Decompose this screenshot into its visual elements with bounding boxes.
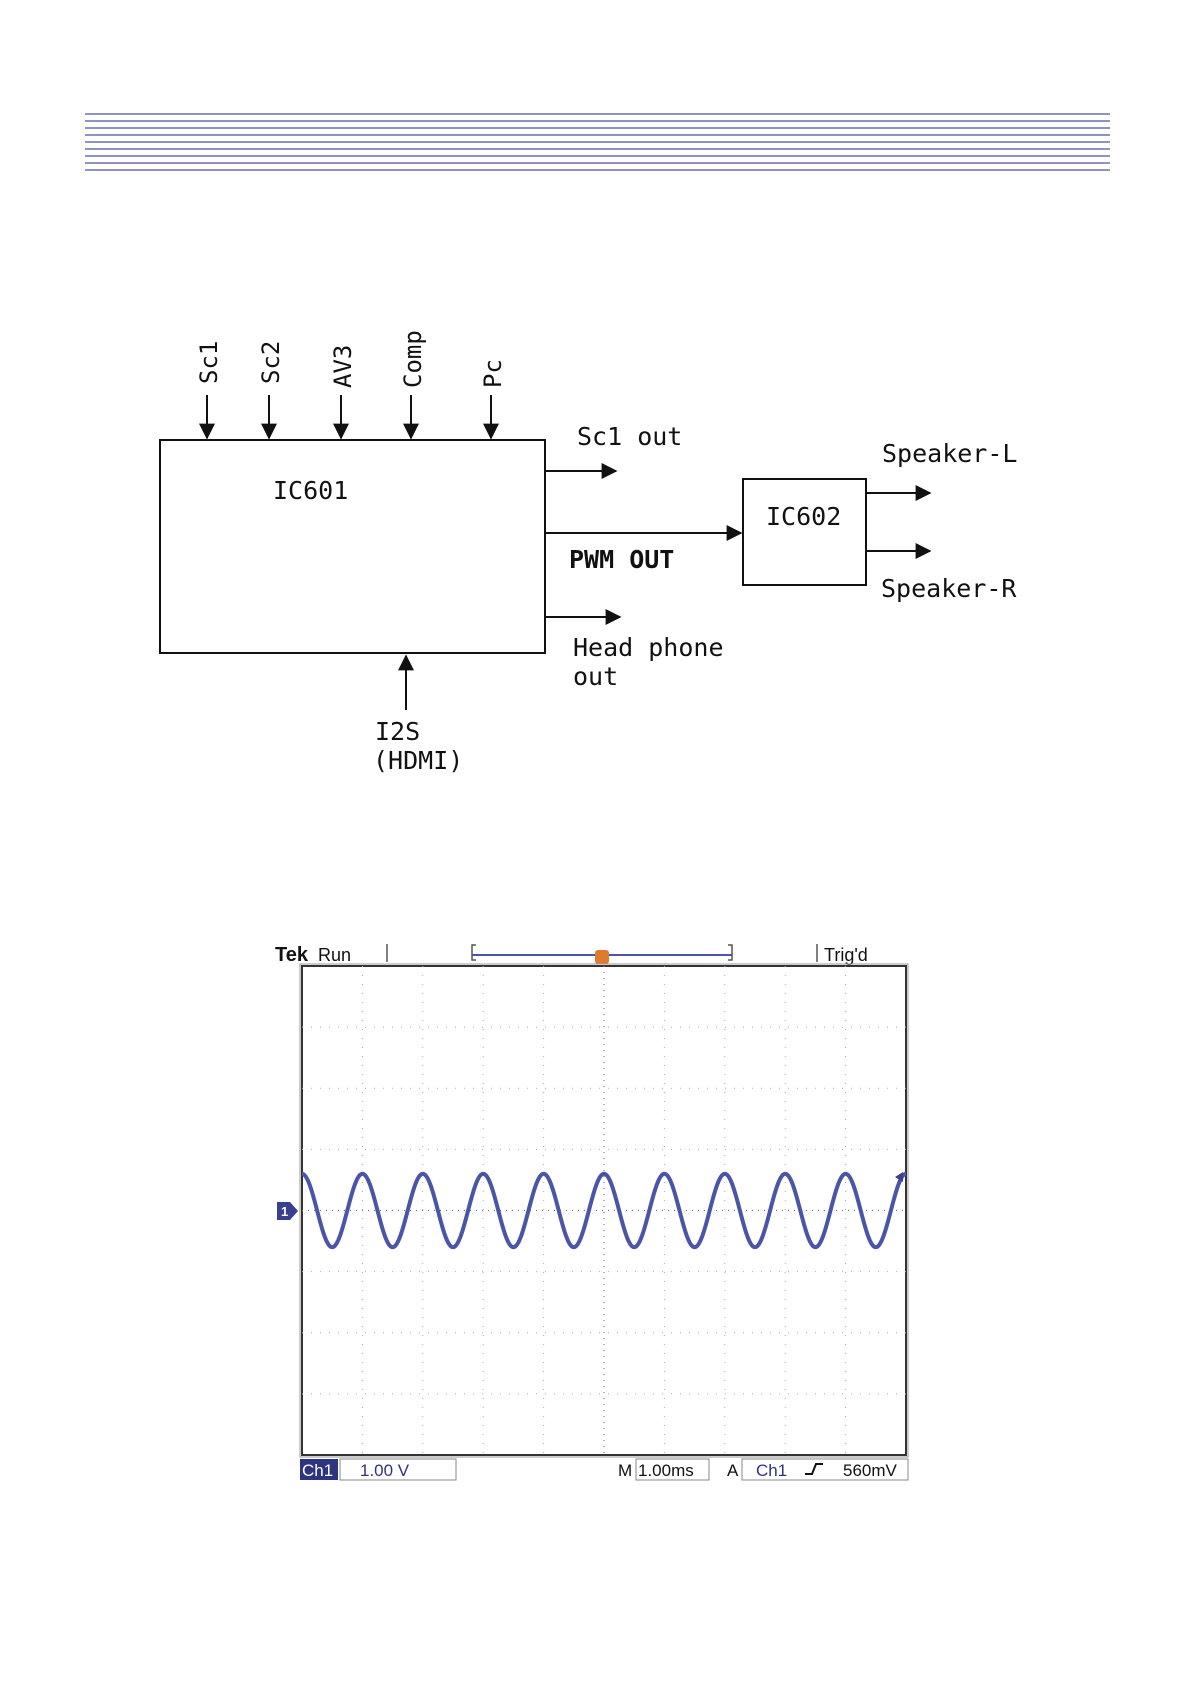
trigger-source: Ch1	[756, 1461, 787, 1480]
timebase-prefix: M	[618, 1461, 632, 1480]
volts-per-div: 1.00 V	[360, 1461, 410, 1480]
ch1-label: Ch1	[302, 1461, 333, 1480]
timebase-value: 1.00ms	[638, 1461, 694, 1480]
trigger-prefix: A	[727, 1461, 739, 1480]
scope-run-state: Run	[318, 945, 351, 965]
trigger-level: 560mV	[843, 1461, 898, 1480]
scope-brand: Tek	[275, 944, 309, 966]
svg-text:1: 1	[281, 1204, 288, 1219]
ch1-ground-marker: 1	[277, 1202, 298, 1220]
rising-edge-icon	[805, 1464, 823, 1474]
scope-trig-state: Trig'd	[824, 945, 868, 965]
